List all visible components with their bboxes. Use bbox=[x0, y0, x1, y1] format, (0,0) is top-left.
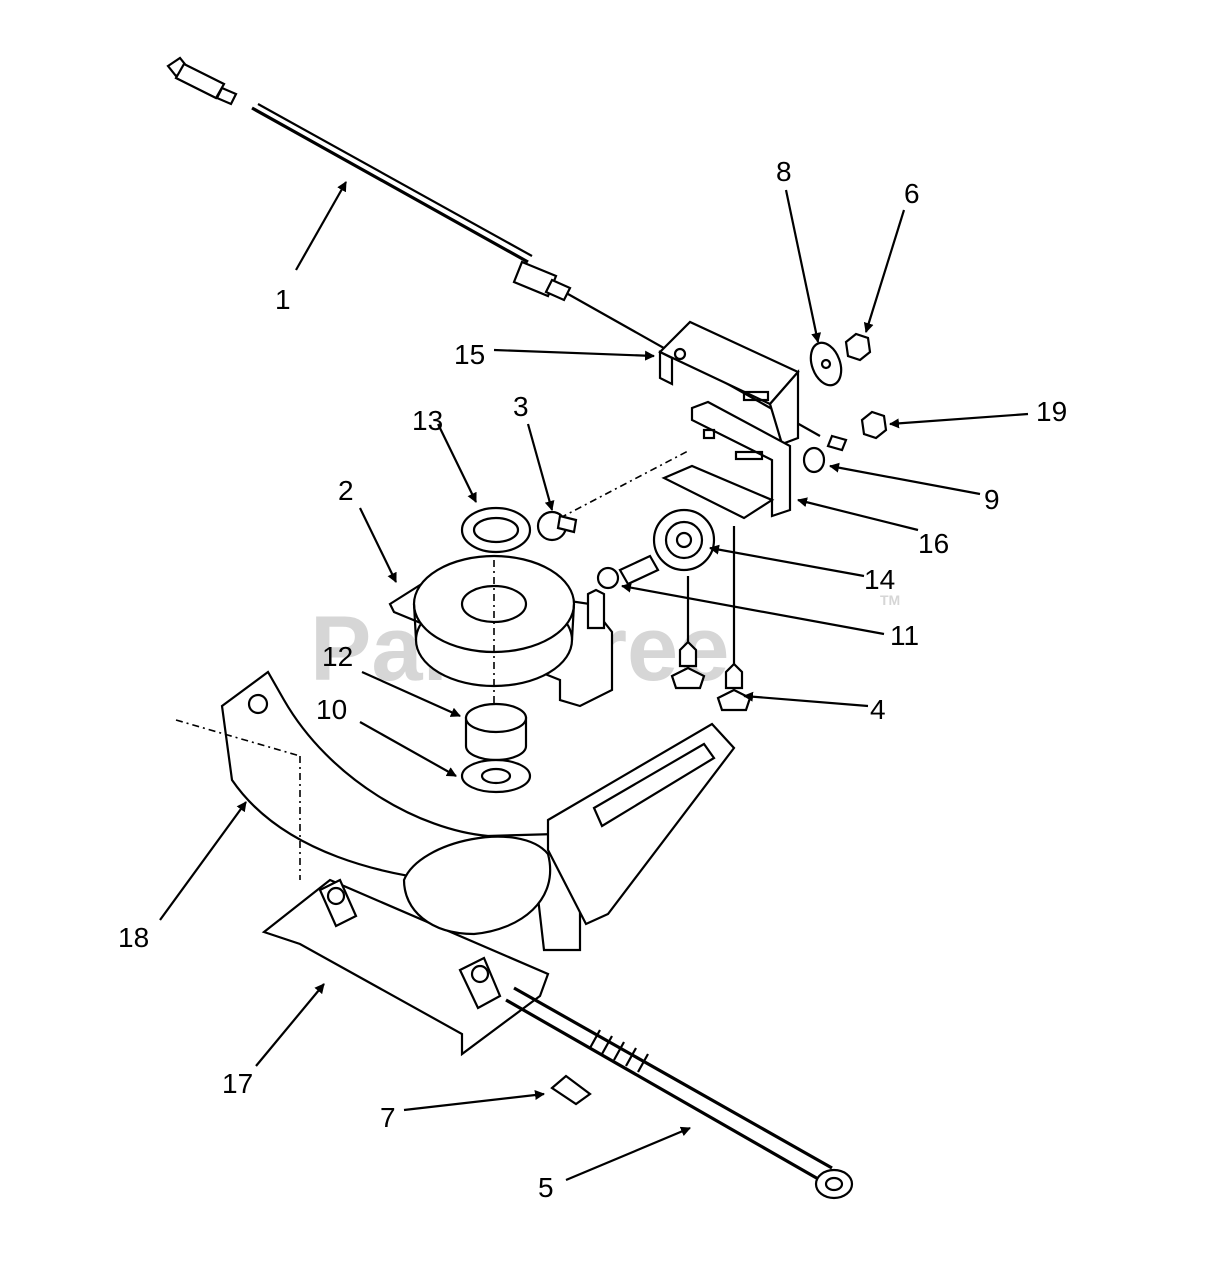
callout-18: 18 bbox=[118, 922, 149, 953]
callout-6: 6 bbox=[904, 178, 920, 209]
part-bearing-ring bbox=[460, 506, 532, 554]
part-lower-bracket bbox=[559, 400, 792, 520]
part-spacer-9 bbox=[802, 434, 848, 474]
part-spring bbox=[550, 1029, 649, 1106]
part-screw-a bbox=[670, 576, 706, 690]
callout-4: 4 bbox=[870, 694, 886, 725]
part-base-plate bbox=[261, 722, 736, 1057]
callout-13: 13 bbox=[412, 405, 443, 436]
part-washer bbox=[809, 341, 843, 387]
callout-19: 19 bbox=[1036, 396, 1067, 427]
callout-5: 5 bbox=[538, 1172, 554, 1203]
callout-3: 3 bbox=[513, 391, 529, 422]
callout-7: 7 bbox=[380, 1102, 396, 1133]
callout-16: 16 bbox=[918, 528, 949, 559]
part-shoulder-bolt bbox=[596, 554, 660, 590]
part-nut-6 bbox=[844, 332, 872, 362]
callout-12: 12 bbox=[322, 641, 353, 672]
callout-11: 11 bbox=[890, 620, 919, 651]
part-nut-19 bbox=[860, 410, 888, 440]
callout-15: 15 bbox=[454, 339, 485, 370]
callout-14: 14 bbox=[864, 564, 895, 595]
callout-17: 17 bbox=[222, 1068, 253, 1099]
callout-9: 9 bbox=[984, 484, 1000, 515]
part-bushing bbox=[464, 702, 528, 762]
callout-2: 2 bbox=[338, 475, 354, 506]
part-drive-pulley bbox=[388, 554, 614, 708]
part-upper-bracket bbox=[658, 320, 800, 446]
watermark-tm: TM bbox=[880, 592, 900, 608]
leader-lines bbox=[159, 181, 1029, 1182]
part-idler-pulley bbox=[652, 508, 716, 572]
part-coupling bbox=[460, 758, 532, 794]
part-rivet bbox=[536, 510, 578, 542]
callout-1: 1 bbox=[275, 284, 291, 315]
part-shaft bbox=[505, 986, 854, 1200]
callout-labels: 1 2 3 4 5 6 7 8 9 10 11 12 13 14 15 16 1… bbox=[118, 156, 1067, 1203]
callout-8: 8 bbox=[776, 156, 792, 187]
callout-10: 10 bbox=[316, 694, 347, 725]
part-screw-b bbox=[716, 526, 752, 712]
